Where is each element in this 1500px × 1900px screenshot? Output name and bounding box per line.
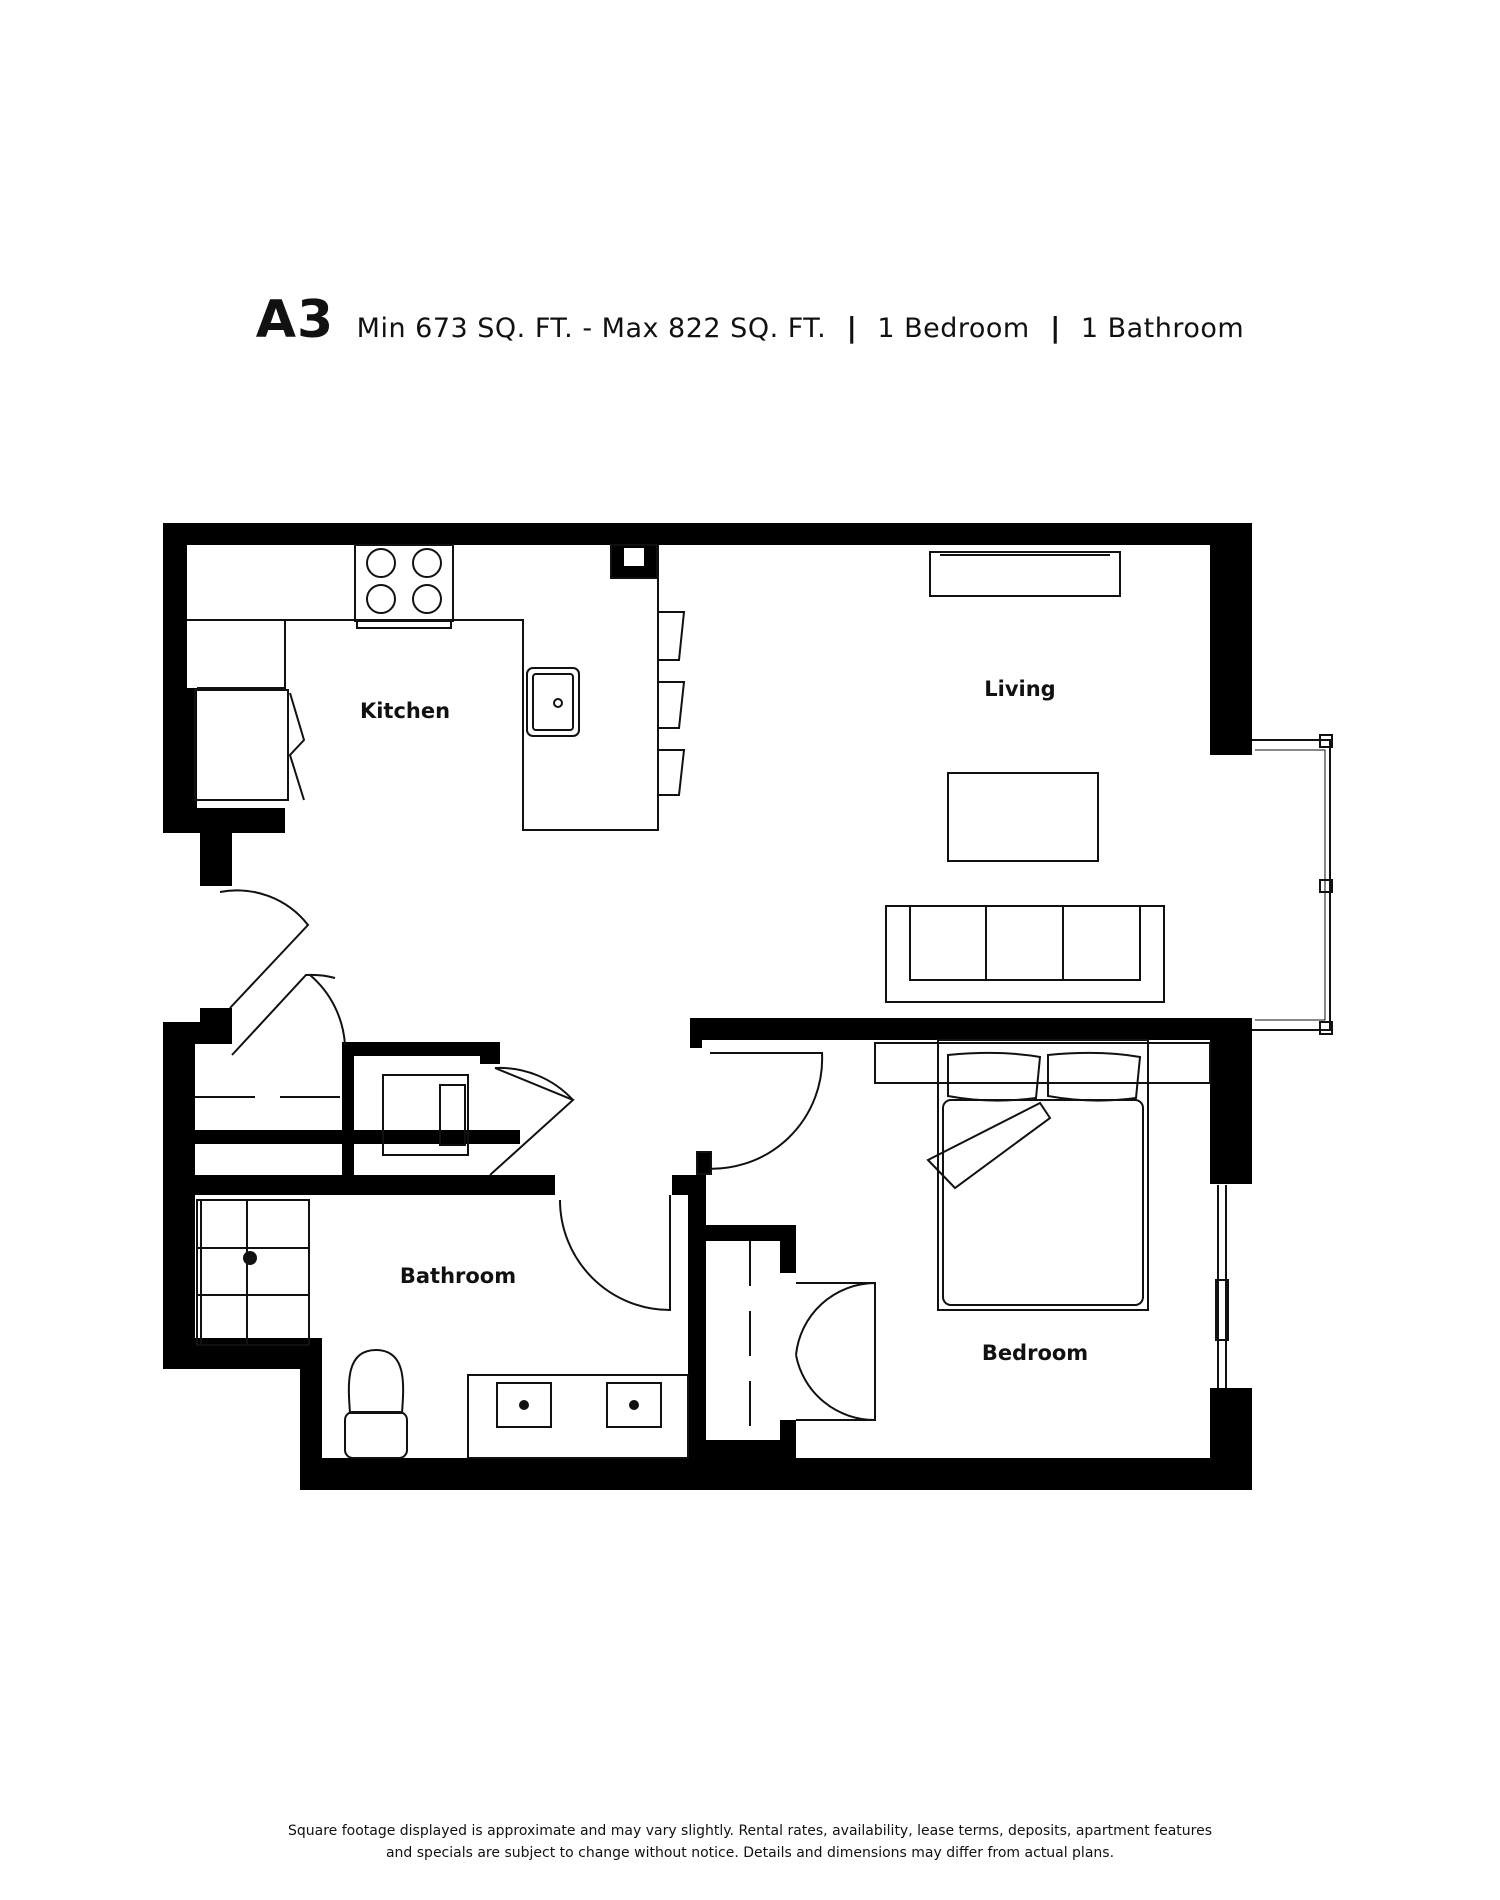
sink-icon [526,667,580,737]
room-label-bathroom: Bathroom [400,1264,516,1288]
shower-icon [196,1199,310,1346]
size-range: Min 673 SQ. FT. - Max 822 SQ. FT. [356,313,827,344]
bedroom-count: 1 Bedroom [877,313,1030,344]
bathroom-count: 1 Bathroom [1080,313,1245,344]
walls [163,523,1252,1490]
room-label-bedroom: Bedroom [982,1341,1088,1365]
room-labels: Kitchen Living Bathroom Bedroom [360,677,1088,1365]
separator: | [846,311,857,344]
vanity-icon [467,1374,689,1459]
washer-icon [382,1074,469,1156]
tv-icon [929,551,1121,597]
separator: | [1050,311,1061,344]
fixtures [187,544,1333,1459]
plan-header: A3 Min 673 SQ. FT. - Max 822 SQ. FT. | 1… [0,290,1500,350]
refrigerator-icon [194,689,289,801]
disclaimer-line: Square footage displayed is approximate … [287,1823,1213,1839]
room-label-kitchen: Kitchen [360,699,450,723]
unit-code: A3 [255,290,335,350]
toilet-icon [344,1411,408,1459]
bed-icon [937,1039,1149,1311]
sofa-icon [885,905,1165,1003]
disclaimer-line: and specials are subject to change witho… [385,1845,1115,1861]
room-label-living: Living [984,677,1055,701]
coffee-table-icon [947,772,1099,862]
disclaimer: Square footage displayed is approximate … [0,1820,1500,1864]
nightstand-icon [874,1042,1211,1084]
